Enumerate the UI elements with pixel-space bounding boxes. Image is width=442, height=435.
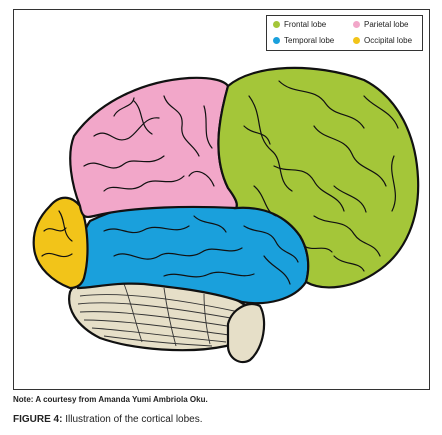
frontal-lobe-region [217, 66, 420, 289]
legend-label-frontal: Frontal lobe [284, 20, 327, 29]
brainstem-region [226, 302, 266, 364]
parietal-swatch-icon [353, 21, 360, 28]
legend-label-occipital: Occipital lobe [364, 36, 413, 45]
cerebellum-folia [77, 283, 243, 347]
legend-item-parietal: Parietal lobe [353, 20, 408, 29]
occipital-swatch-icon [353, 37, 360, 44]
brain-illustration [32, 66, 420, 364]
sulci-lines [41, 80, 399, 285]
caption-text: Illustration of the cortical lobes. [65, 414, 203, 425]
legend: Frontal lobe Parietal lobe Temporal lobe… [266, 15, 423, 51]
legend-label-temporal: Temporal lobe [284, 36, 335, 45]
caption-label: FIGURE 4: [13, 414, 63, 425]
occipital-lobe-region [32, 196, 89, 290]
legend-item-frontal: Frontal lobe [273, 20, 326, 29]
figure-note: Note: A courtesy from Amanda Yumi Ambrio… [13, 395, 208, 404]
legend-label-parietal: Parietal lobe [364, 20, 409, 29]
legend-item-temporal: Temporal lobe [273, 36, 334, 45]
temporal-swatch-icon [273, 37, 280, 44]
frontal-swatch-icon [273, 21, 280, 28]
legend-item-occipital: Occipital lobe [353, 36, 412, 45]
figure-caption: FIGURE 4: Illustration of the cortical l… [13, 414, 203, 425]
